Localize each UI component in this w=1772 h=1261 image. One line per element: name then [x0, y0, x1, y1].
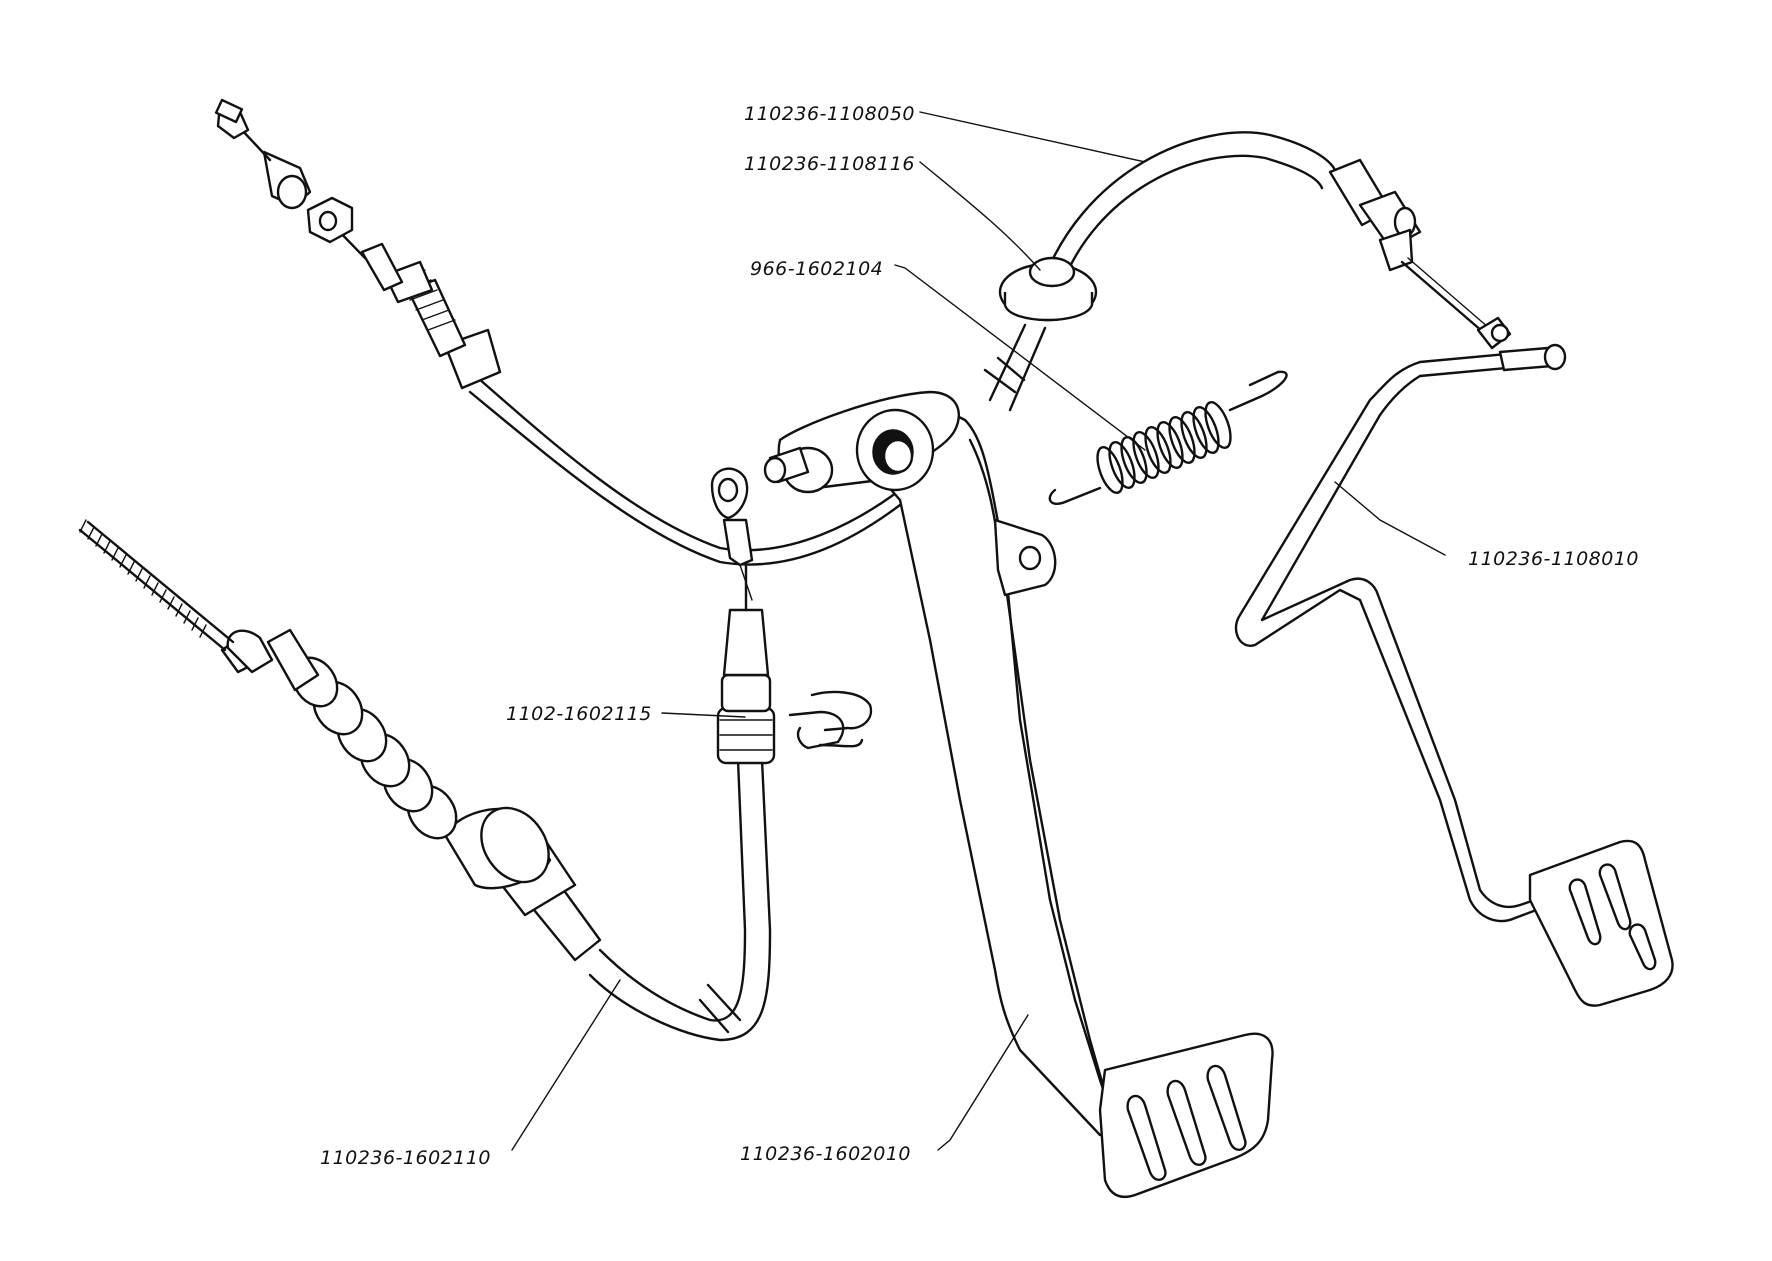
label-spring: 966-1602104 — [750, 258, 883, 280]
clutch-cable-part — [78, 467, 873, 1042]
upper-cable-left — [214, 98, 902, 566]
clutch-pedal-part — [763, 390, 1274, 1199]
spring-part — [1048, 370, 1288, 505]
label-clutch-pedal: 110236-1602010 — [740, 1143, 911, 1165]
label-grommet: 110236-1108116 — [744, 153, 915, 175]
label-clutch-cable: 110236-1602110 — [320, 1147, 491, 1169]
grommet-part — [983, 256, 1098, 412]
upper-cable-right — [1038, 131, 1512, 350]
label-cable-upper: 110236-1108050 — [744, 103, 915, 125]
label-accelerator-pedal: 110236-1108010 — [1468, 548, 1639, 570]
accelerator-pedal-part — [1234, 343, 1674, 1007]
label-clamp: 1102-1602115 — [506, 703, 652, 725]
leader-lines — [511, 111, 1446, 1151]
